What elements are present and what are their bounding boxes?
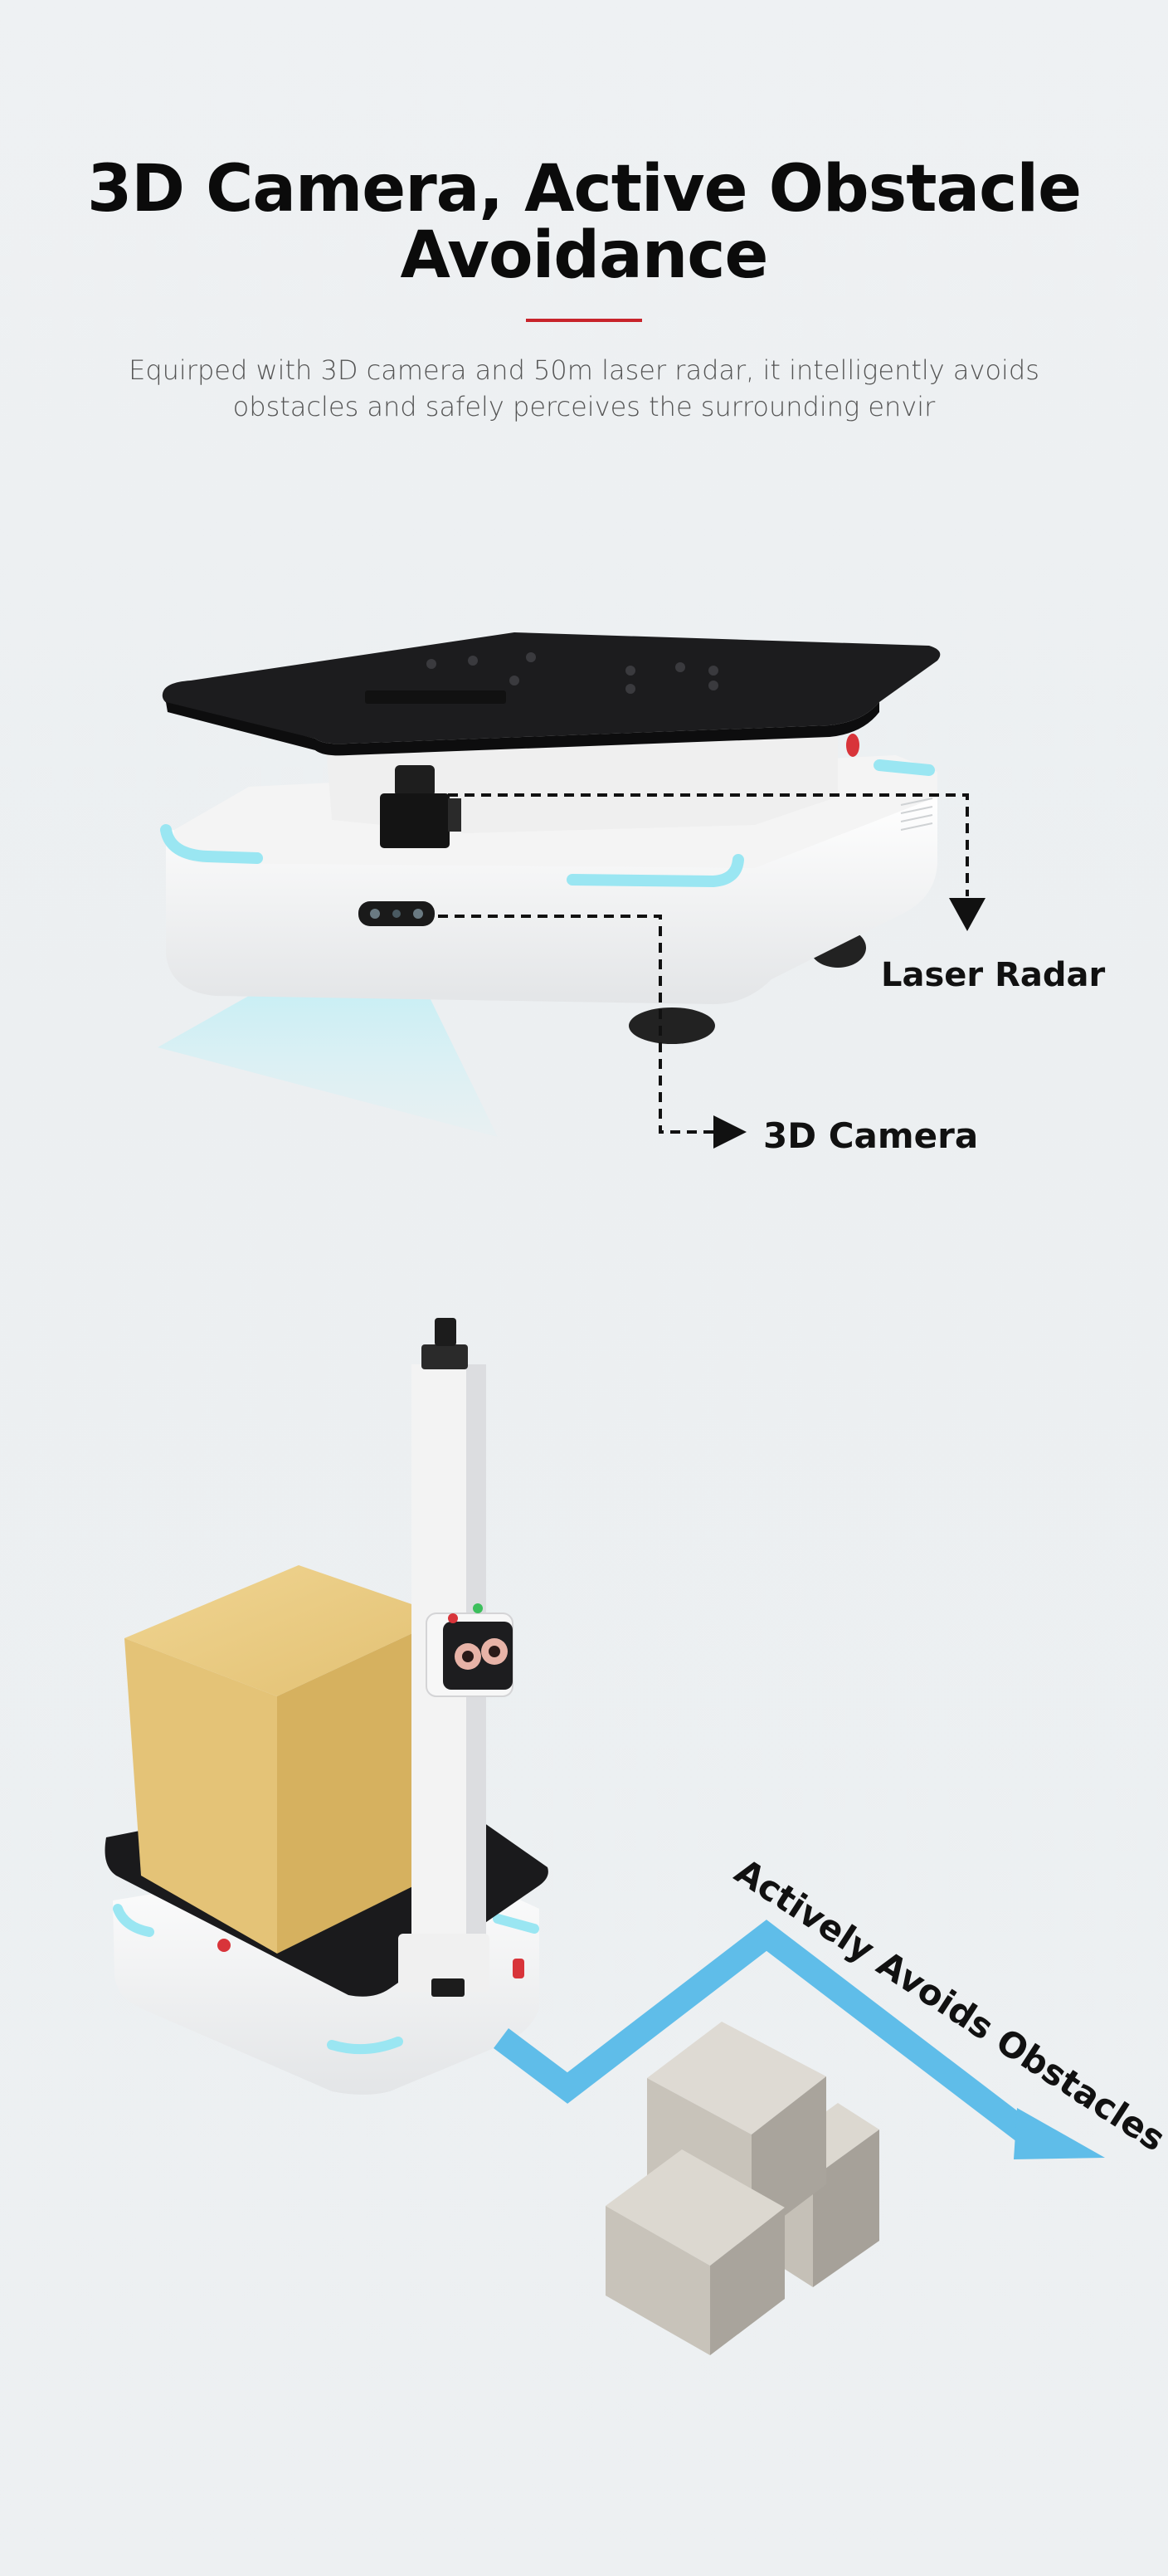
- hero-header: 3D Camera, Active Obstacle Avoidance Equ…: [0, 0, 1168, 465]
- mast-robot-light-right: [513, 1959, 524, 1978]
- face-display: [426, 1603, 513, 1697]
- title-line-1: 3D Camera, Active Obstacle: [86, 152, 1082, 227]
- obstacle-cubes: [606, 2022, 879, 2355]
- laser-radar-label: Laser Radar: [881, 956, 1106, 994]
- camera-callout-arrow: [713, 1115, 747, 1149]
- avoid-path-arrowhead: [1014, 2108, 1105, 2159]
- subtitle: Equirped with 3D camera and 50m laser ra…: [124, 352, 1044, 425]
- side-vent: [900, 798, 933, 831]
- top-platform: [162, 632, 941, 744]
- platform-holes: [426, 652, 718, 694]
- platform-slot: [365, 690, 506, 704]
- camera-label: 3D Camera: [763, 1115, 979, 1156]
- page-title: 3D Camera, Active Obstacle Avoidance: [0, 156, 1168, 289]
- title-line-2: Avoidance: [400, 218, 769, 293]
- cargo-box: [124, 1565, 448, 1954]
- glow-strip-left: [160, 824, 263, 864]
- avoidance-path: [494, 1920, 1105, 2159]
- subtitle-line-2: obstacles and safely perceives the surro…: [232, 391, 936, 422]
- mast-robot-glow-front: [327, 2037, 403, 2055]
- chassis-robot: [158, 632, 986, 1149]
- glow-strip-right: [874, 759, 935, 776]
- laser-radar-unit: [380, 765, 461, 848]
- mast-robot-glow-left: [113, 1904, 154, 1937]
- mast-robot: [105, 1318, 548, 2095]
- glow-strip-front: [567, 854, 744, 888]
- camera-callout-line: [438, 915, 713, 1134]
- status-light: [846, 734, 859, 757]
- title-accent-bar: [526, 319, 642, 322]
- mast-robot-glow-right: [493, 1914, 539, 1934]
- mast-robot-light-left: [217, 1939, 231, 1952]
- radar-callout-line: [448, 793, 969, 896]
- subtitle-line-1: Equirped with 3D camera and 50m laser ra…: [129, 354, 1039, 386]
- wheel-front: [629, 1007, 715, 1044]
- camera-module: [358, 901, 435, 926]
- avoid-path-line: [494, 1920, 1047, 2153]
- top-platform-edge: [166, 702, 879, 756]
- radar-callout-arrow: [949, 898, 986, 931]
